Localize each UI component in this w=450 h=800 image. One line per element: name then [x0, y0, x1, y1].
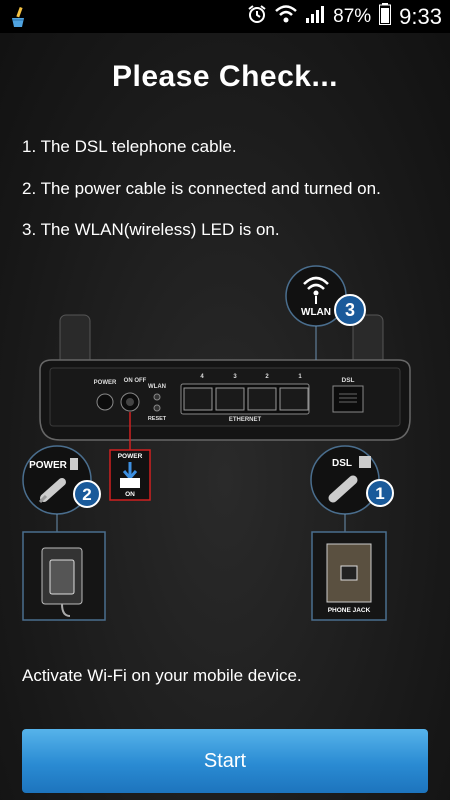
ethernet-port-1 — [279, 387, 309, 411]
port-label-2: 2 — [265, 374, 269, 380]
reset-button — [153, 404, 161, 412]
port-label-1: 1 — [298, 374, 302, 380]
port-label-3: 3 — [233, 374, 237, 380]
page-title: Please Check... — [112, 60, 338, 93]
panel-label-wlan: WLAN — [148, 384, 166, 390]
panel-label-dsl: DSL — [342, 377, 355, 384]
start-button[interactable]: Start — [22, 729, 428, 793]
switch-label-power: POWER — [118, 453, 143, 460]
power-callout-label: POWER — [29, 460, 68, 471]
panel-label-reset: RESET — [148, 416, 167, 422]
dsl-callout-label: DSL — [332, 458, 352, 469]
step-3-badge — [334, 294, 366, 326]
wifi-hint-text: Activate Wi-Fi on your mobile device. — [22, 666, 302, 685]
status-bar: 87% 9:33 — [0, 0, 450, 33]
panel-label-power: POWER — [94, 380, 117, 386]
ethernet-port-4 — [183, 387, 213, 411]
checklist-item-power: 2. The power cable is connected and turn… — [22, 179, 381, 198]
panel-label-on-off: ON OFF — [124, 378, 147, 384]
phone-jack-label: PHONE JACK — [328, 607, 371, 614]
step-2-badge — [73, 480, 101, 508]
step-3-number: 3 — [345, 300, 355, 320]
panel-label-ethernet: ETHERNET — [229, 417, 262, 423]
wifi-icon — [275, 5, 297, 28]
step-1-badge — [366, 479, 394, 507]
wlan-button — [153, 393, 161, 401]
ethernet-port-3 — [215, 387, 245, 411]
checklist-item-dsl: 1. The DSL telephone cable. — [22, 137, 237, 156]
port-label-4: 4 — [200, 374, 204, 380]
step-1-number: 1 — [375, 484, 384, 503]
ethernet-port-2 — [247, 387, 277, 411]
checklist-item-wlan: 3. The WLAN(wireless) LED is on. — [22, 220, 280, 239]
signal-icon — [305, 5, 325, 28]
switch-label-on: ON — [125, 491, 135, 498]
dsl-port — [332, 385, 364, 413]
broom-icon — [8, 6, 30, 33]
battery-percent: 87% — [333, 5, 372, 27]
wlan-badge-label: WLAN — [301, 307, 331, 318]
alarm-icon — [247, 4, 267, 29]
battery-icon — [379, 3, 392, 30]
clock-time: 9:33 — [399, 3, 442, 29]
step-2-number: 2 — [82, 485, 91, 504]
power-jack — [96, 393, 114, 411]
